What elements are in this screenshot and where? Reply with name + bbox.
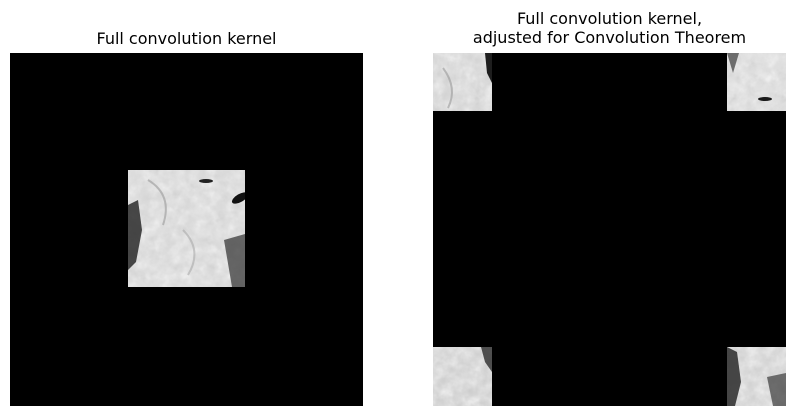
kernel-patch-bottom-left [433, 347, 492, 406]
left-kernel-image [10, 53, 363, 406]
right-kernel-image [433, 53, 786, 406]
left-panel-title: Full convolution kernel [96, 29, 277, 48]
kernel-patch-center [128, 170, 245, 287]
kernel-patch-top-right [727, 53, 786, 111]
kernel-patch-top-left [433, 53, 492, 111]
right-panel-title-line-2: adjusted for Convolution Theorem [472, 28, 747, 47]
right-panel-title: Full convolution kernel, adjusted for Co… [433, 9, 786, 47]
right-panel-title-line-1: Full convolution kernel, [516, 9, 703, 28]
kernel-patch-bottom-right [727, 347, 786, 406]
